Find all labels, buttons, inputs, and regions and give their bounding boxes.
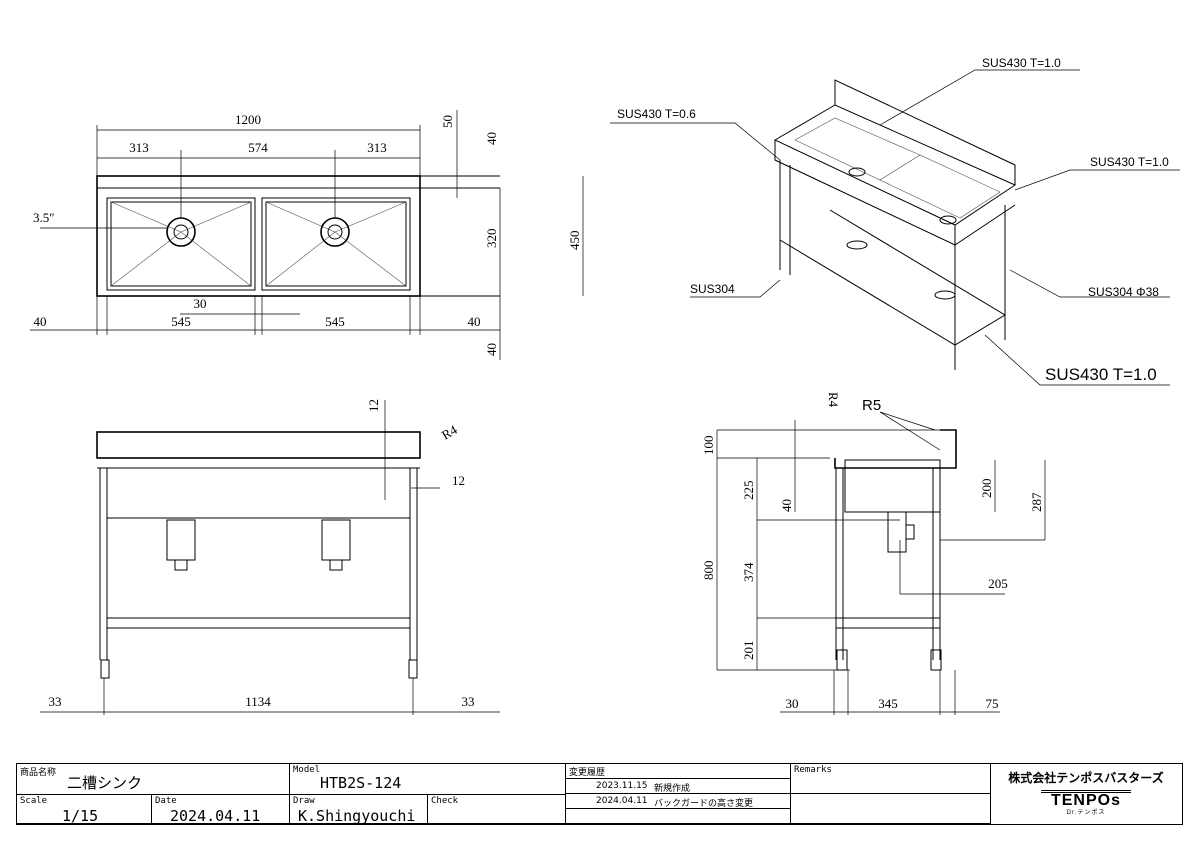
title-block: 商品名称 二槽シンク Model HTB2S-124 Scale 1/15 Da… (16, 763, 1183, 825)
dim-bowl-left: 545 (171, 314, 191, 329)
dim-right-side: 75 (986, 696, 999, 711)
dim-bowl-depth: 320 (484, 229, 499, 249)
dim-radius-r5: R5 (862, 397, 881, 414)
dim-backguard-side: 100 (701, 436, 716, 456)
history-date: 2023.11.15 (596, 781, 648, 791)
product-cell: 商品名称 二槽シンク (17, 764, 290, 795)
remarks-cell: Remarks (791, 764, 991, 794)
label-shelf-material: SUS430 T=1.0 (1045, 365, 1157, 384)
dim-drain-offset: 205 (988, 576, 1008, 591)
draw-value: K.Shingyouchi (298, 807, 416, 825)
date-cell: Date 2024.04.11 (152, 795, 290, 825)
check-label: Check (431, 796, 459, 806)
dim-right: 313 (367, 140, 387, 155)
dim-overall: 1200 (235, 112, 261, 127)
label-leg-material: SUS304 (690, 282, 735, 296)
dim-edge-left: 40 (34, 314, 47, 329)
dim-depth-side: 345 (878, 696, 898, 711)
dim-bowl: 225 (741, 481, 756, 501)
dim-rim: 40 (779, 499, 794, 512)
remarks-body (791, 794, 991, 824)
product-label: 商品名称 (20, 768, 57, 778)
label-backguard-material: SUS430 T=1.0 (982, 56, 1061, 70)
date-value: 2024.04.11 (170, 807, 261, 825)
dim-top-thk: 12 (366, 399, 381, 412)
date-label: Date (155, 796, 177, 806)
scale-label: Scale (20, 796, 48, 806)
history-row: 2024.04.11 バックガードの高さ変更 (566, 794, 791, 809)
dim-shelf: 201 (741, 641, 756, 661)
scale-cell: Scale 1/15 (17, 795, 152, 825)
dim-mid: 374 (741, 562, 756, 582)
history-row-empty (566, 809, 791, 824)
history-label: 変更履歴 (569, 768, 606, 778)
iso-view: SUS430 T=1.0 SUS430 T=0.6 SUS430 T=1.0 S… (610, 56, 1180, 386)
label-side-material: SUS430 T=1.0 (1090, 155, 1169, 169)
company-name: 株式会社テンポスバスターズ (1008, 771, 1164, 785)
dim-bowl-depth-side: 200 (979, 479, 994, 499)
front-view: 12 R4 12 33 1134 33 (40, 399, 500, 715)
history-date: 2024.04.11 (596, 796, 648, 806)
history-header: 変更履歴 (566, 764, 791, 779)
draw-cell: Draw K.Shingyouchi (290, 795, 428, 825)
dim-left-side: 30 (786, 696, 799, 711)
model-label: Model (293, 765, 321, 775)
model-value: HTB2S-124 (320, 774, 402, 792)
scale-value: 1/15 (62, 807, 99, 825)
check-cell: Check (428, 795, 566, 824)
history-row: 2023.11.15 新規作成 (566, 779, 791, 794)
dim-front: 40 (484, 343, 499, 356)
dim-span: 1134 (245, 694, 271, 709)
product-name: 二槽シンク (67, 774, 143, 792)
dim-side-thk: 12 (452, 473, 465, 488)
side-view: R4 R5 100 225 40 200 287 800 374 201 205… (701, 392, 1046, 715)
dim-depth: 450 (567, 231, 582, 251)
dim-leg-right: 33 (462, 694, 475, 709)
dim-drain-depth: 287 (1029, 492, 1044, 512)
dim-gap: 30 (194, 296, 207, 311)
dim-leg-left: 33 (49, 694, 62, 709)
draw-label: Draw (293, 796, 315, 806)
dim-bowl-right: 545 (325, 314, 345, 329)
label-top-material: SUS430 T=0.6 (617, 107, 696, 121)
dim-drain: 3.5″ (33, 210, 55, 225)
dim-radius-r4-side: R4 (826, 392, 841, 408)
dim-edge-right: 40 (468, 314, 481, 329)
label-pipe-material: SUS304 Φ38 (1088, 285, 1159, 299)
history-text: 新規作成 (654, 784, 691, 794)
dim-backguard: 50 (440, 115, 455, 128)
dim-back: 40 (484, 132, 499, 145)
model-cell: Model HTB2S-124 (290, 764, 566, 795)
history-text: バックガードの高さ変更 (654, 799, 754, 809)
dim-radius-r4: R4 (439, 422, 460, 443)
remarks-label: Remarks (794, 765, 832, 775)
dim-height: 800 (701, 561, 716, 581)
dim-left: 313 (129, 140, 149, 155)
dim-center: 574 (248, 140, 268, 155)
top-view: 1200 313 574 313 50 40 320 450 3.5″ 30 4… (30, 110, 584, 360)
